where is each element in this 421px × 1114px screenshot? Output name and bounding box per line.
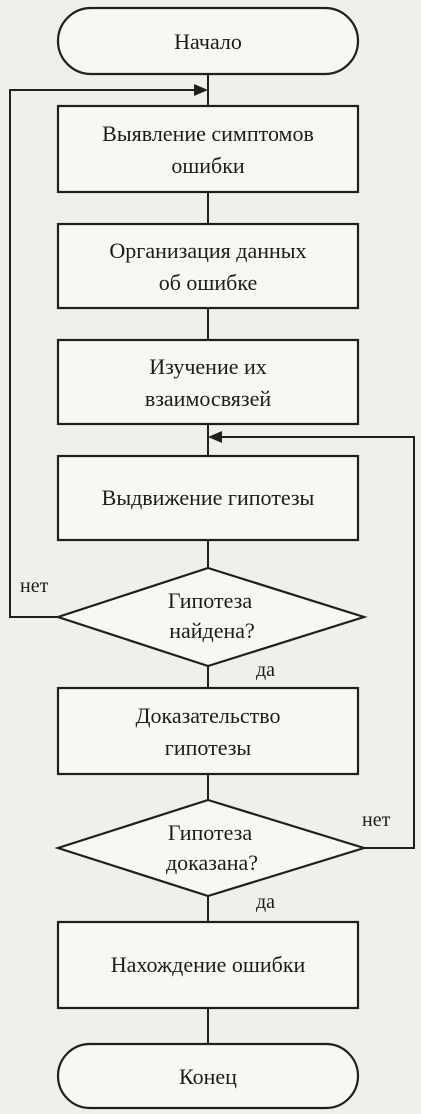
- decision-proved-line2: доказана?: [166, 850, 258, 875]
- step-organize-line2: об ошибке: [159, 270, 258, 295]
- step-symptoms-line2: ошибки: [171, 153, 245, 178]
- loop-no-decision1: [9, 89, 196, 618]
- decision-found-yes-label: да: [256, 659, 275, 681]
- step-symptoms-line1: Выявление симптомов: [102, 121, 314, 146]
- loop-no-decision1-arrowhead: [194, 84, 208, 96]
- decision-proved-line1: Гипотеза: [168, 820, 252, 845]
- step-organize-box: [56, 222, 360, 310]
- end-terminal: [56, 1042, 360, 1110]
- step-find-error-label: Нахождение ошибки: [111, 952, 306, 977]
- decision-hypothesis-proved: [54, 798, 368, 898]
- end-label: Конец: [179, 1064, 237, 1089]
- start-label: Начало: [174, 29, 242, 54]
- step-prove-line2: гипотезы: [165, 735, 252, 760]
- step-relations-line1: Изучение их: [149, 354, 267, 379]
- decision-proved-no-label: нет: [362, 809, 391, 831]
- loop-no-decision2-arrowhead: [208, 431, 222, 443]
- step-relations-box: [56, 338, 360, 426]
- decision-found-line1: Гипотеза: [168, 588, 252, 613]
- step-relations-line2: взаимосвязей: [145, 386, 272, 411]
- decision-found-line2: найдена?: [169, 618, 255, 643]
- step-organize-line1: Организация данных: [109, 238, 306, 263]
- decision-hypothesis-found: [54, 566, 368, 668]
- step-find-error-box: [56, 920, 360, 1010]
- start-terminal: [56, 6, 360, 76]
- decision-proved-yes-label: да: [256, 891, 275, 913]
- step-symptoms-box: [56, 104, 360, 194]
- loop-no-decision2: [220, 436, 415, 849]
- step-hypothesis-label: Выдвижение гипотезы: [102, 485, 315, 510]
- decision-found-no-label: нет: [20, 575, 49, 597]
- step-hypothesis-box: [56, 454, 360, 542]
- step-prove-box: [56, 686, 360, 776]
- step-prove-line1: Доказательство: [135, 703, 280, 728]
